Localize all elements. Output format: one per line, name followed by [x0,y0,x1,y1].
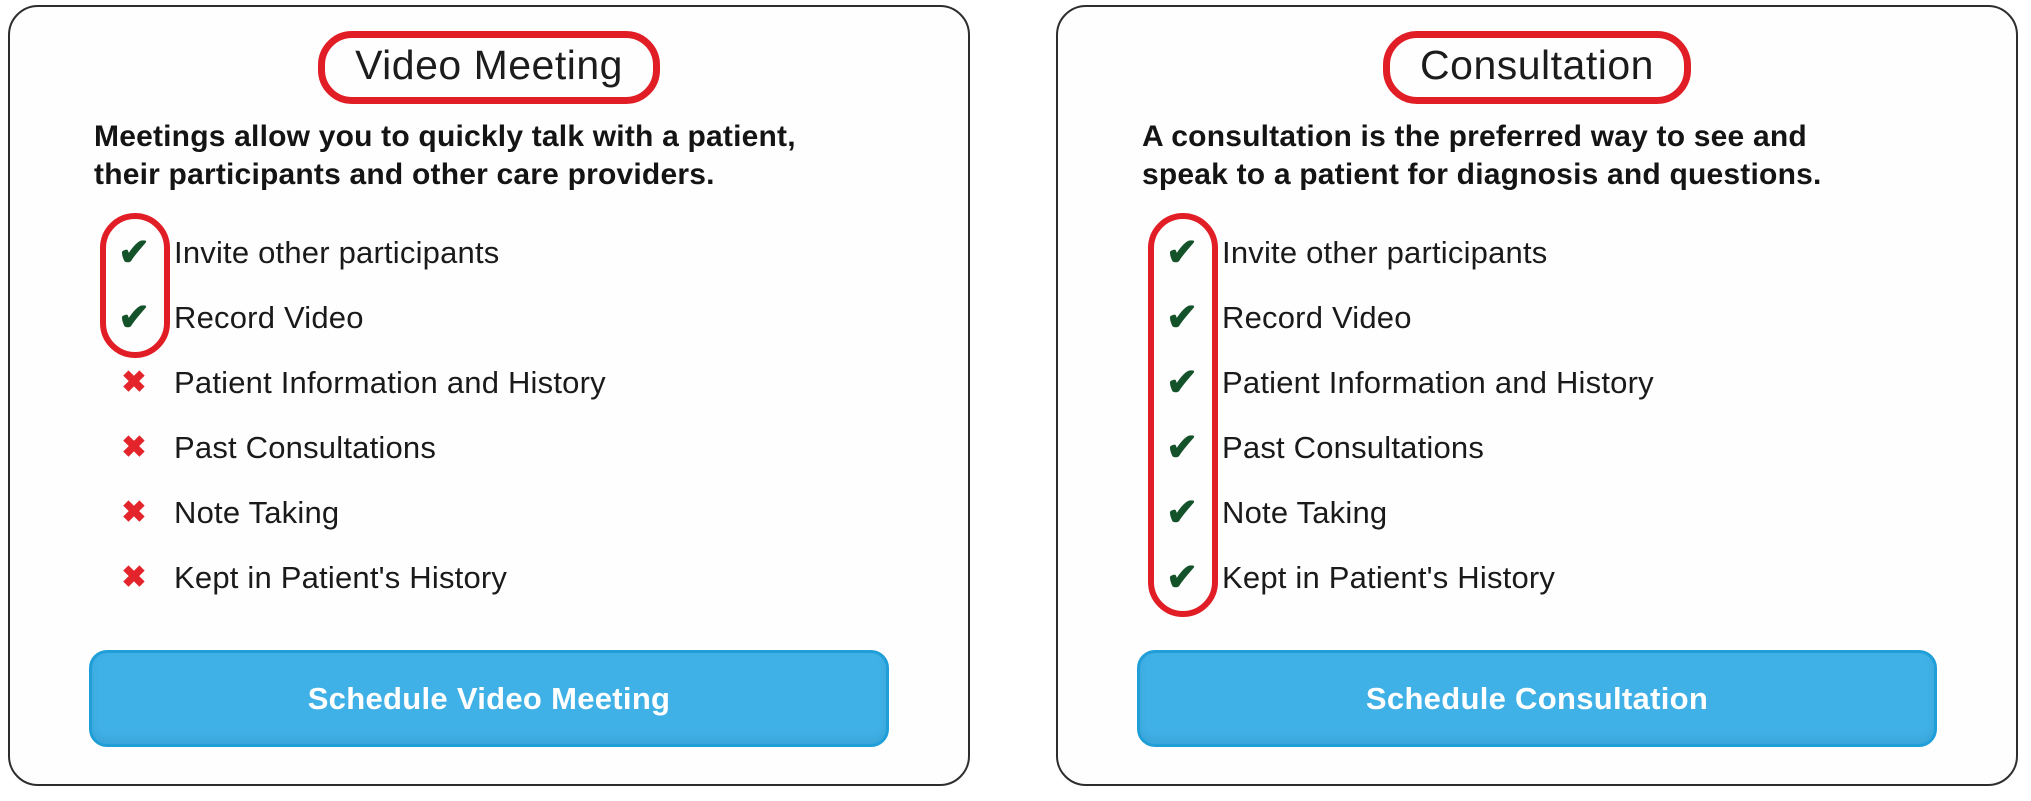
feature-label: Past Consultations [174,429,437,465]
feature-label: Invite other participants [1222,234,1548,270]
card-description: Meetings allow you to quickly talk with … [94,118,908,194]
feature-row: Kept in Patient's History [10,545,968,610]
feature-status-icon [106,563,162,593]
feature-status-icon [106,299,162,337]
feature-label: Kept in Patient's History [1222,559,1556,595]
feature-row: Kept in Patient's History [1058,545,2016,610]
feature-status-icon [1154,364,1210,402]
consultation-card: Consultation A consultation is the prefe… [1056,5,2018,786]
card-description-line: Meetings allow you to quickly talk with … [94,120,796,153]
feature-row: Patient Information and History [10,350,968,415]
schedule-consultation-button[interactable]: Schedule Consultation [1137,650,1937,747]
feature-row: Record Video [10,285,968,350]
feature-row: Note Taking [10,480,968,545]
card-title: Consultation [1420,42,1654,88]
feature-label: Patient Information and History [1222,364,1654,400]
feature-row: Note Taking [1058,480,2016,545]
annotation-ring-title: Consultation [1383,31,1691,104]
feature-label: Kept in Patient's History [174,559,508,595]
video-meeting-card: Video Meeting Meetings allow you to quic… [8,5,970,786]
feature-label: Past Consultations [1222,429,1485,465]
feature-row: Invite other participants [1058,220,2016,285]
card-description-line: speak to a patient for diagnosis and que… [1142,158,1822,191]
feature-status-icon [106,433,162,463]
feature-label: Record Video [1222,299,1412,335]
feature-list: Invite other participants Record Video P… [10,213,968,610]
feature-status-icon [106,498,162,528]
feature-status-icon [1154,299,1210,337]
card-description-line: A consultation is the preferred way to s… [1142,120,1807,153]
feature-status-icon [106,234,162,272]
card-title: Video Meeting [355,42,623,88]
feature-list: Invite other participants Record Video P… [1058,213,2016,617]
card-description: A consultation is the preferred way to s… [1142,118,1956,194]
feature-status-icon [106,368,162,398]
feature-label: Note Taking [174,494,340,530]
card-title-row: Consultation [1058,31,2016,104]
feature-row: Invite other participants [10,220,968,285]
annotation-ring-title: Video Meeting [318,31,660,104]
feature-status-icon [1154,559,1210,597]
feature-status-icon [1154,234,1210,272]
card-title-row: Video Meeting [10,31,968,104]
feature-status-icon [1154,494,1210,532]
feature-label: Invite other participants [174,234,500,270]
feature-status-icon [1154,429,1210,467]
feature-label: Patient Information and History [174,364,606,400]
feature-row: Patient Information and History [1058,350,2016,415]
schedule-video-meeting-button[interactable]: Schedule Video Meeting [89,650,889,747]
feature-label: Record Video [174,299,364,335]
feature-row: Past Consultations [1058,415,2016,480]
card-description-line: their participants and other care provid… [94,158,715,191]
feature-row: Record Video [1058,285,2016,350]
feature-label: Note Taking [1222,494,1388,530]
feature-row: Past Consultations [10,415,968,480]
